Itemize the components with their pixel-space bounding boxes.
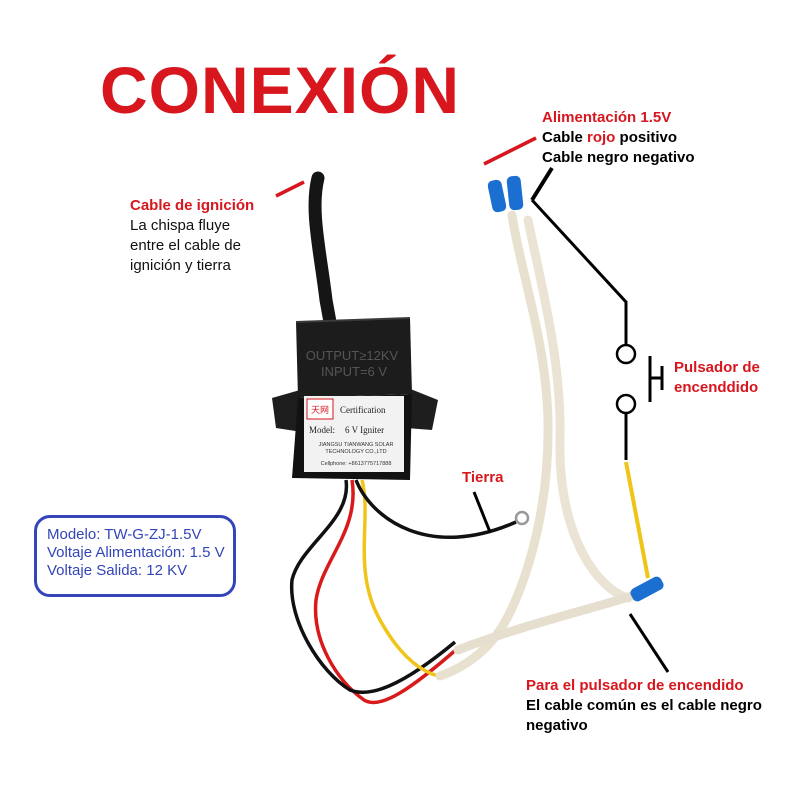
connector-blue-button: [630, 576, 664, 602]
ground-label: Tierra: [462, 469, 504, 486]
ignition-cable: [308, 171, 337, 329]
ground-ring-terminal: [514, 510, 530, 526]
ground-wire: [354, 479, 517, 539]
braided-cable-3: [453, 591, 637, 655]
power-line-1-post: positivo: [615, 129, 678, 146]
top-print-input: INPUT=6 V: [321, 364, 387, 379]
sticker-phone: Cellphone: +8613775717888: [321, 461, 392, 467]
pointer-ground: [472, 491, 492, 533]
switch-contact-bottom: [615, 393, 637, 415]
mount-flange-left: [272, 390, 302, 432]
push-button-schematic: [530, 166, 664, 579]
yellow-wire: [360, 479, 439, 678]
braided-cable: [435, 210, 553, 681]
logo-text: 天网: [311, 405, 329, 415]
ignition-desc-line-1: La chispa fluye: [130, 217, 231, 234]
switch-actuator: [648, 356, 664, 402]
sticker-model-value: 6 V Igniter: [345, 425, 384, 435]
common-desc-line-2: negativo: [526, 717, 588, 734]
ignition-desc-line-3: ignición y tierra: [130, 257, 231, 274]
mount-flange-right: [406, 388, 438, 430]
schematic-line-top: [530, 166, 554, 202]
spec-model: Modelo: TW-G-ZJ-1.5V: [47, 526, 202, 543]
pointer-ignition: [275, 180, 305, 198]
ignition-desc-line-2: entre el cable de: [130, 237, 241, 254]
top-print-output: OUTPUT≥12KV: [306, 348, 399, 363]
spec-output-voltage: Voltaje Salida: 12 KV: [47, 562, 188, 579]
sticker-company-1: JIANGSU TIANWANG SOLAR: [319, 442, 394, 448]
power-line-1: Cable rojo positivo: [542, 128, 695, 148]
page-title: CONEXIÓN: [100, 53, 461, 127]
button-heading-line-2: encenddido: [674, 379, 759, 396]
power-line-1-pre: Cable: [542, 129, 588, 146]
power-line-1-color: rojo: [587, 129, 616, 146]
ignition-callout: Cable de ignición La chispa fluye entre …: [130, 196, 254, 276]
logo-mark: [306, 398, 334, 420]
common-desc-line-1: El cable común es el cable negro: [526, 697, 762, 714]
pointer-common: [628, 613, 670, 673]
sticker-company-2: TECHNOLOGY CO.,LTD: [325, 449, 386, 455]
common-callout: Para el pulsador de encendido El cable c…: [526, 676, 762, 736]
schematic-line-diag: [530, 198, 628, 344]
power-line-2: Cable negro negativo: [542, 149, 695, 166]
connector-blue-1: [487, 179, 507, 213]
switch-contact-top: [615, 343, 637, 365]
spec-box: Modelo: TW-G-ZJ-1.5V Voltaje Alimentació…: [34, 515, 236, 597]
sticker-model-label: Model:: [309, 425, 335, 435]
connector-blue-2: [506, 175, 524, 211]
red-wire: [313, 479, 460, 705]
spec-input-voltage: Voltaje Alimentación: 1.5 V: [47, 544, 225, 561]
button-callout: Pulsador de encenddido: [674, 358, 760, 398]
sticker-certification: Certification: [340, 405, 386, 415]
power-callout: Alimentación 1.5V Cable rojo positivo Ca…: [542, 108, 695, 168]
black-wire: [289, 479, 457, 695]
igniter-top-edge: [295, 317, 411, 323]
button-heading-line-1: Pulsador de: [674, 359, 760, 376]
power-connectors: [487, 175, 524, 213]
schematic-yellow-line: [624, 461, 650, 579]
pointer-power: [483, 136, 537, 166]
common-heading: Para el pulsador de encendido: [526, 677, 744, 694]
igniter-top: [296, 318, 412, 398]
braided-cable-2: [523, 215, 633, 603]
power-heading: Alimentación 1.5V: [542, 109, 672, 126]
igniter-module: OUTPUT≥12KV INPUT=6 V 天网 Certification M…: [272, 317, 438, 480]
ignition-heading: Cable de ignición: [130, 197, 255, 214]
